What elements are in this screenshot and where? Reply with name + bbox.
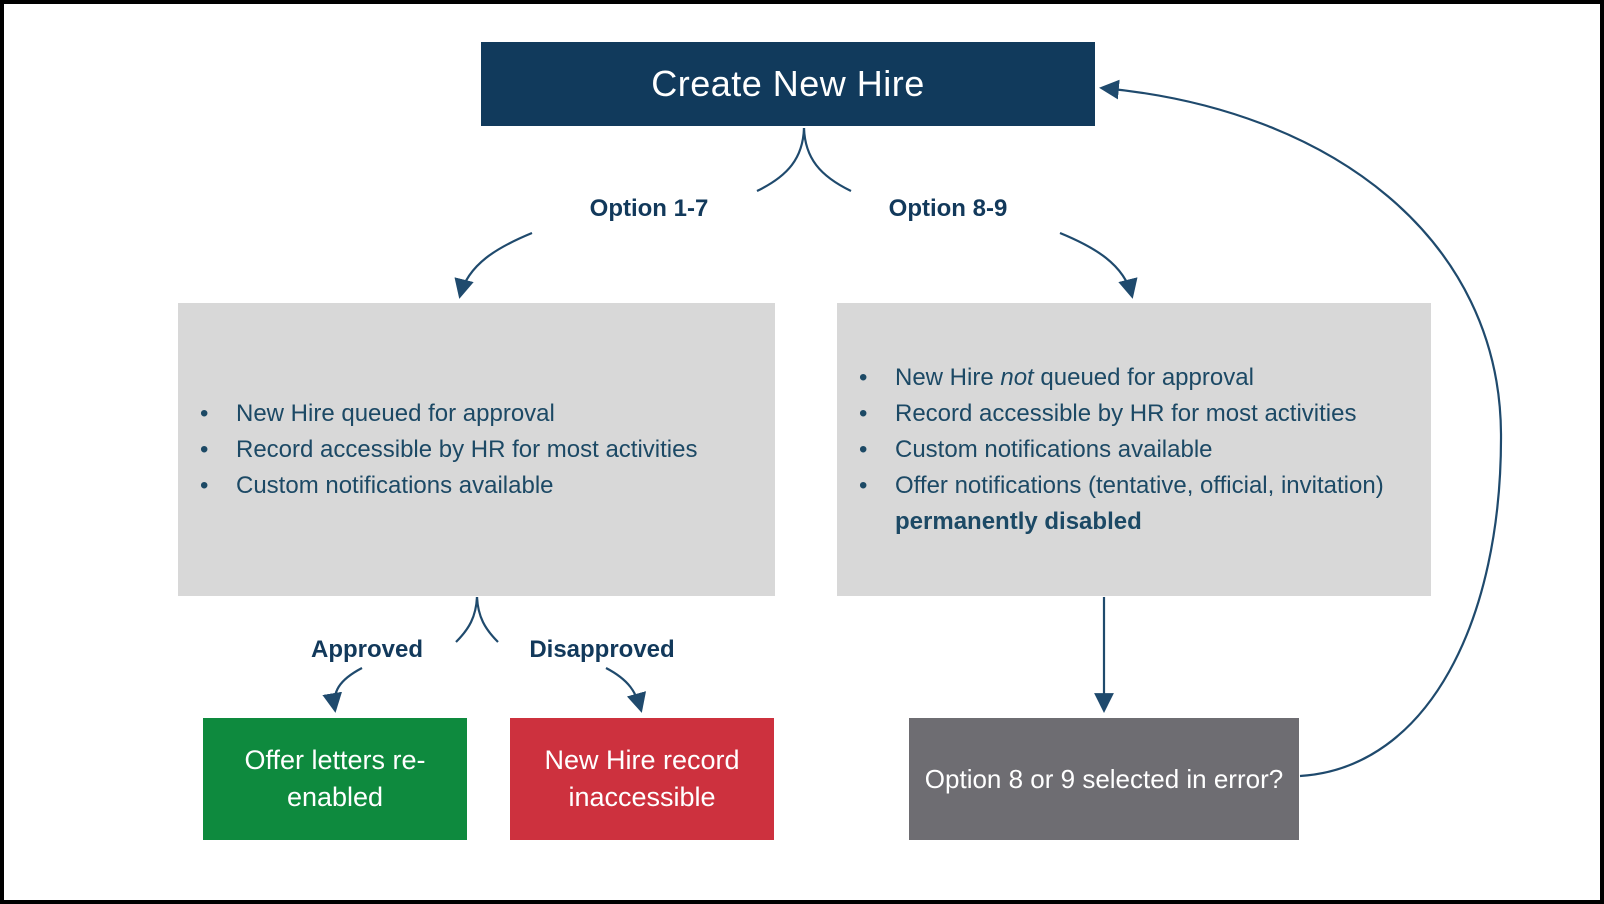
bullet-dot-icon: • <box>200 471 209 499</box>
option-8-9-details-box: • New Hire not queued for approval • Record… <box>837 303 1431 596</box>
bullet-item: • Record accessible by HR for most activi… <box>859 396 1423 432</box>
bullet-item: • Custom notifications available <box>200 468 767 504</box>
bullet-item: • Offer notifications (tentative, officia… <box>859 468 1423 540</box>
arrow-option-8-9 <box>1059 231 1138 299</box>
bullet-text: Custom notifications available <box>236 471 554 499</box>
option-1-7-label: Option 1-7 <box>589 195 709 222</box>
bullet-text: New Hire queued for approval <box>236 399 555 427</box>
bullet-item: • Custom notifications available <box>859 432 1423 468</box>
bullet-dot-icon: • <box>859 399 868 427</box>
record-inaccessible-label: New Hire record inaccessible <box>544 745 740 812</box>
arrow-disapproved <box>605 667 647 713</box>
option-8-9-label: Option 8-9 <box>888 195 1008 222</box>
arrow-approved <box>322 667 363 713</box>
arrow-option-1-7 <box>454 231 533 299</box>
bullet-text: Record accessible by HR for most activit… <box>895 399 1357 427</box>
option-8-9-bullet-list: • New Hire not queued for approval • Record… <box>837 360 1431 540</box>
bullet-dot-icon: • <box>859 471 868 499</box>
bullet-item: • New Hire queued for approval <box>200 396 767 432</box>
title-fork-right-curve <box>802 127 852 192</box>
create-new-hire-label: Create New Hire <box>651 63 925 104</box>
bullet-item: • New Hire not queued for approval <box>859 360 1423 396</box>
bullet-text: New Hire not queued for approval <box>895 363 1254 391</box>
option-1-7-details-box: • New Hire queued for approval • Record acc… <box>178 303 775 596</box>
bullet-text: Offer notifications (tentative, official… <box>895 471 1384 535</box>
disapproved-label: Disapproved <box>529 636 675 663</box>
approved-label: Approved <box>310 636 423 663</box>
create-new-hire-node: Create New Hire <box>481 42 1095 126</box>
offer-letters-label: Offer letters re-enabled <box>244 745 426 812</box>
bullet-text: Custom notifications available <box>895 435 1213 463</box>
selected-in-error-node: Option 8 or 9 selected in error? <box>909 718 1299 840</box>
bullet-dot-icon: • <box>859 363 868 391</box>
bullet-dot-icon: • <box>200 435 209 463</box>
bullet-item: • Record accessible by HR for most activi… <box>200 432 767 468</box>
bullet-dot-icon: • <box>859 435 868 463</box>
record-inaccessible-node: New Hire record inaccessible <box>510 718 774 840</box>
bullet-dot-icon: • <box>200 399 209 427</box>
offer-letters-node: Offer letters re-enabled <box>203 718 467 840</box>
bullet-text: Record accessible by HR for most activit… <box>236 435 698 463</box>
selected-in-error-label: Option 8 or 9 selected in error? <box>924 763 1284 794</box>
title-fork-left-curve <box>756 127 806 192</box>
option-1-7-bullet-list: • New Hire queued for approval • Record acc… <box>178 396 775 504</box>
